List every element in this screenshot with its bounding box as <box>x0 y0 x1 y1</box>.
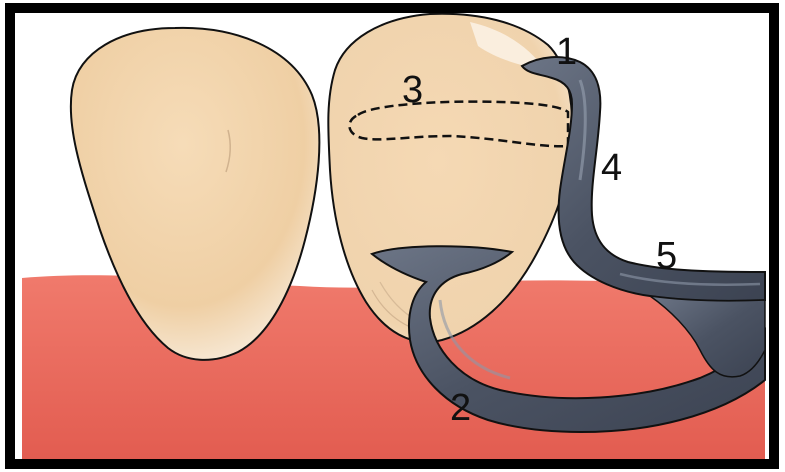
callout-label-1: 1 <box>556 31 577 73</box>
callout-label-4: 4 <box>601 147 622 189</box>
callout-label-3: 3 <box>402 69 423 111</box>
callout-label-2: 2 <box>450 387 471 429</box>
callout-label-5: 5 <box>656 235 677 277</box>
